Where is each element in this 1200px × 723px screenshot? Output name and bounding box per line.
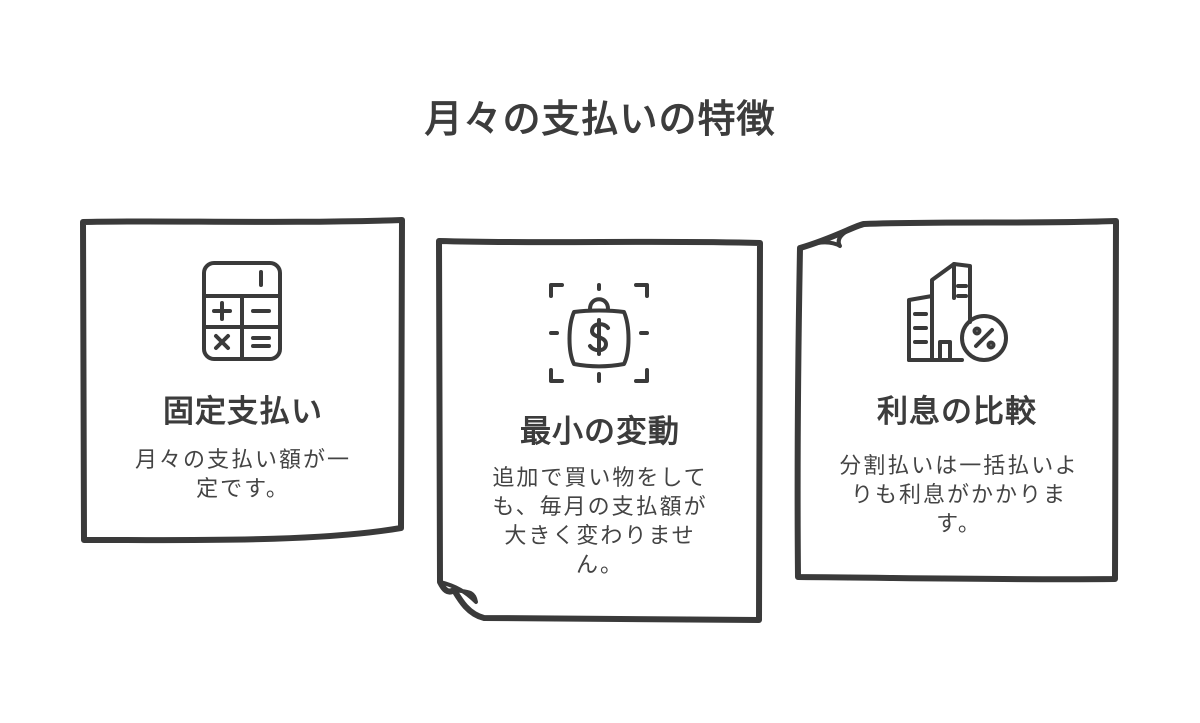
- card-heading: 利息の比較: [877, 394, 1037, 430]
- card-fixed-payment: 固定支払い 月々の支払い額が一定です。: [80, 217, 406, 544]
- page-title: 月々の支払いの特徴: [424, 97, 776, 141]
- card-description: 分割払いは一括払いよりも利息がかかります。: [839, 454, 1079, 537]
- card-heading: 最小の変動: [520, 414, 680, 450]
- card-description: 追加で買い物をしても、毎月の支払額が大きく変わりません。: [492, 466, 708, 578]
- card-interest-comparison: 利息の比較 分割払いは一括払いよりも利息がかかります。: [794, 218, 1120, 584]
- card-frame: [436, 238, 763, 623]
- card-heading: 固定支払い: [163, 394, 323, 430]
- card-frame: [80, 217, 405, 544]
- buildings-percent-icon: [907, 262, 1008, 362]
- card-frame: [794, 218, 1119, 583]
- card-minimal-change: 最小の変動 追加で買い物をしても、毎月の支払額が大きく変わりません。: [436, 238, 764, 624]
- card-description: 月々の支払い額が一定です。: [134, 448, 351, 502]
- calculator-icon: [202, 261, 282, 361]
- shopping-bag-dollar-icon: [549, 283, 649, 383]
